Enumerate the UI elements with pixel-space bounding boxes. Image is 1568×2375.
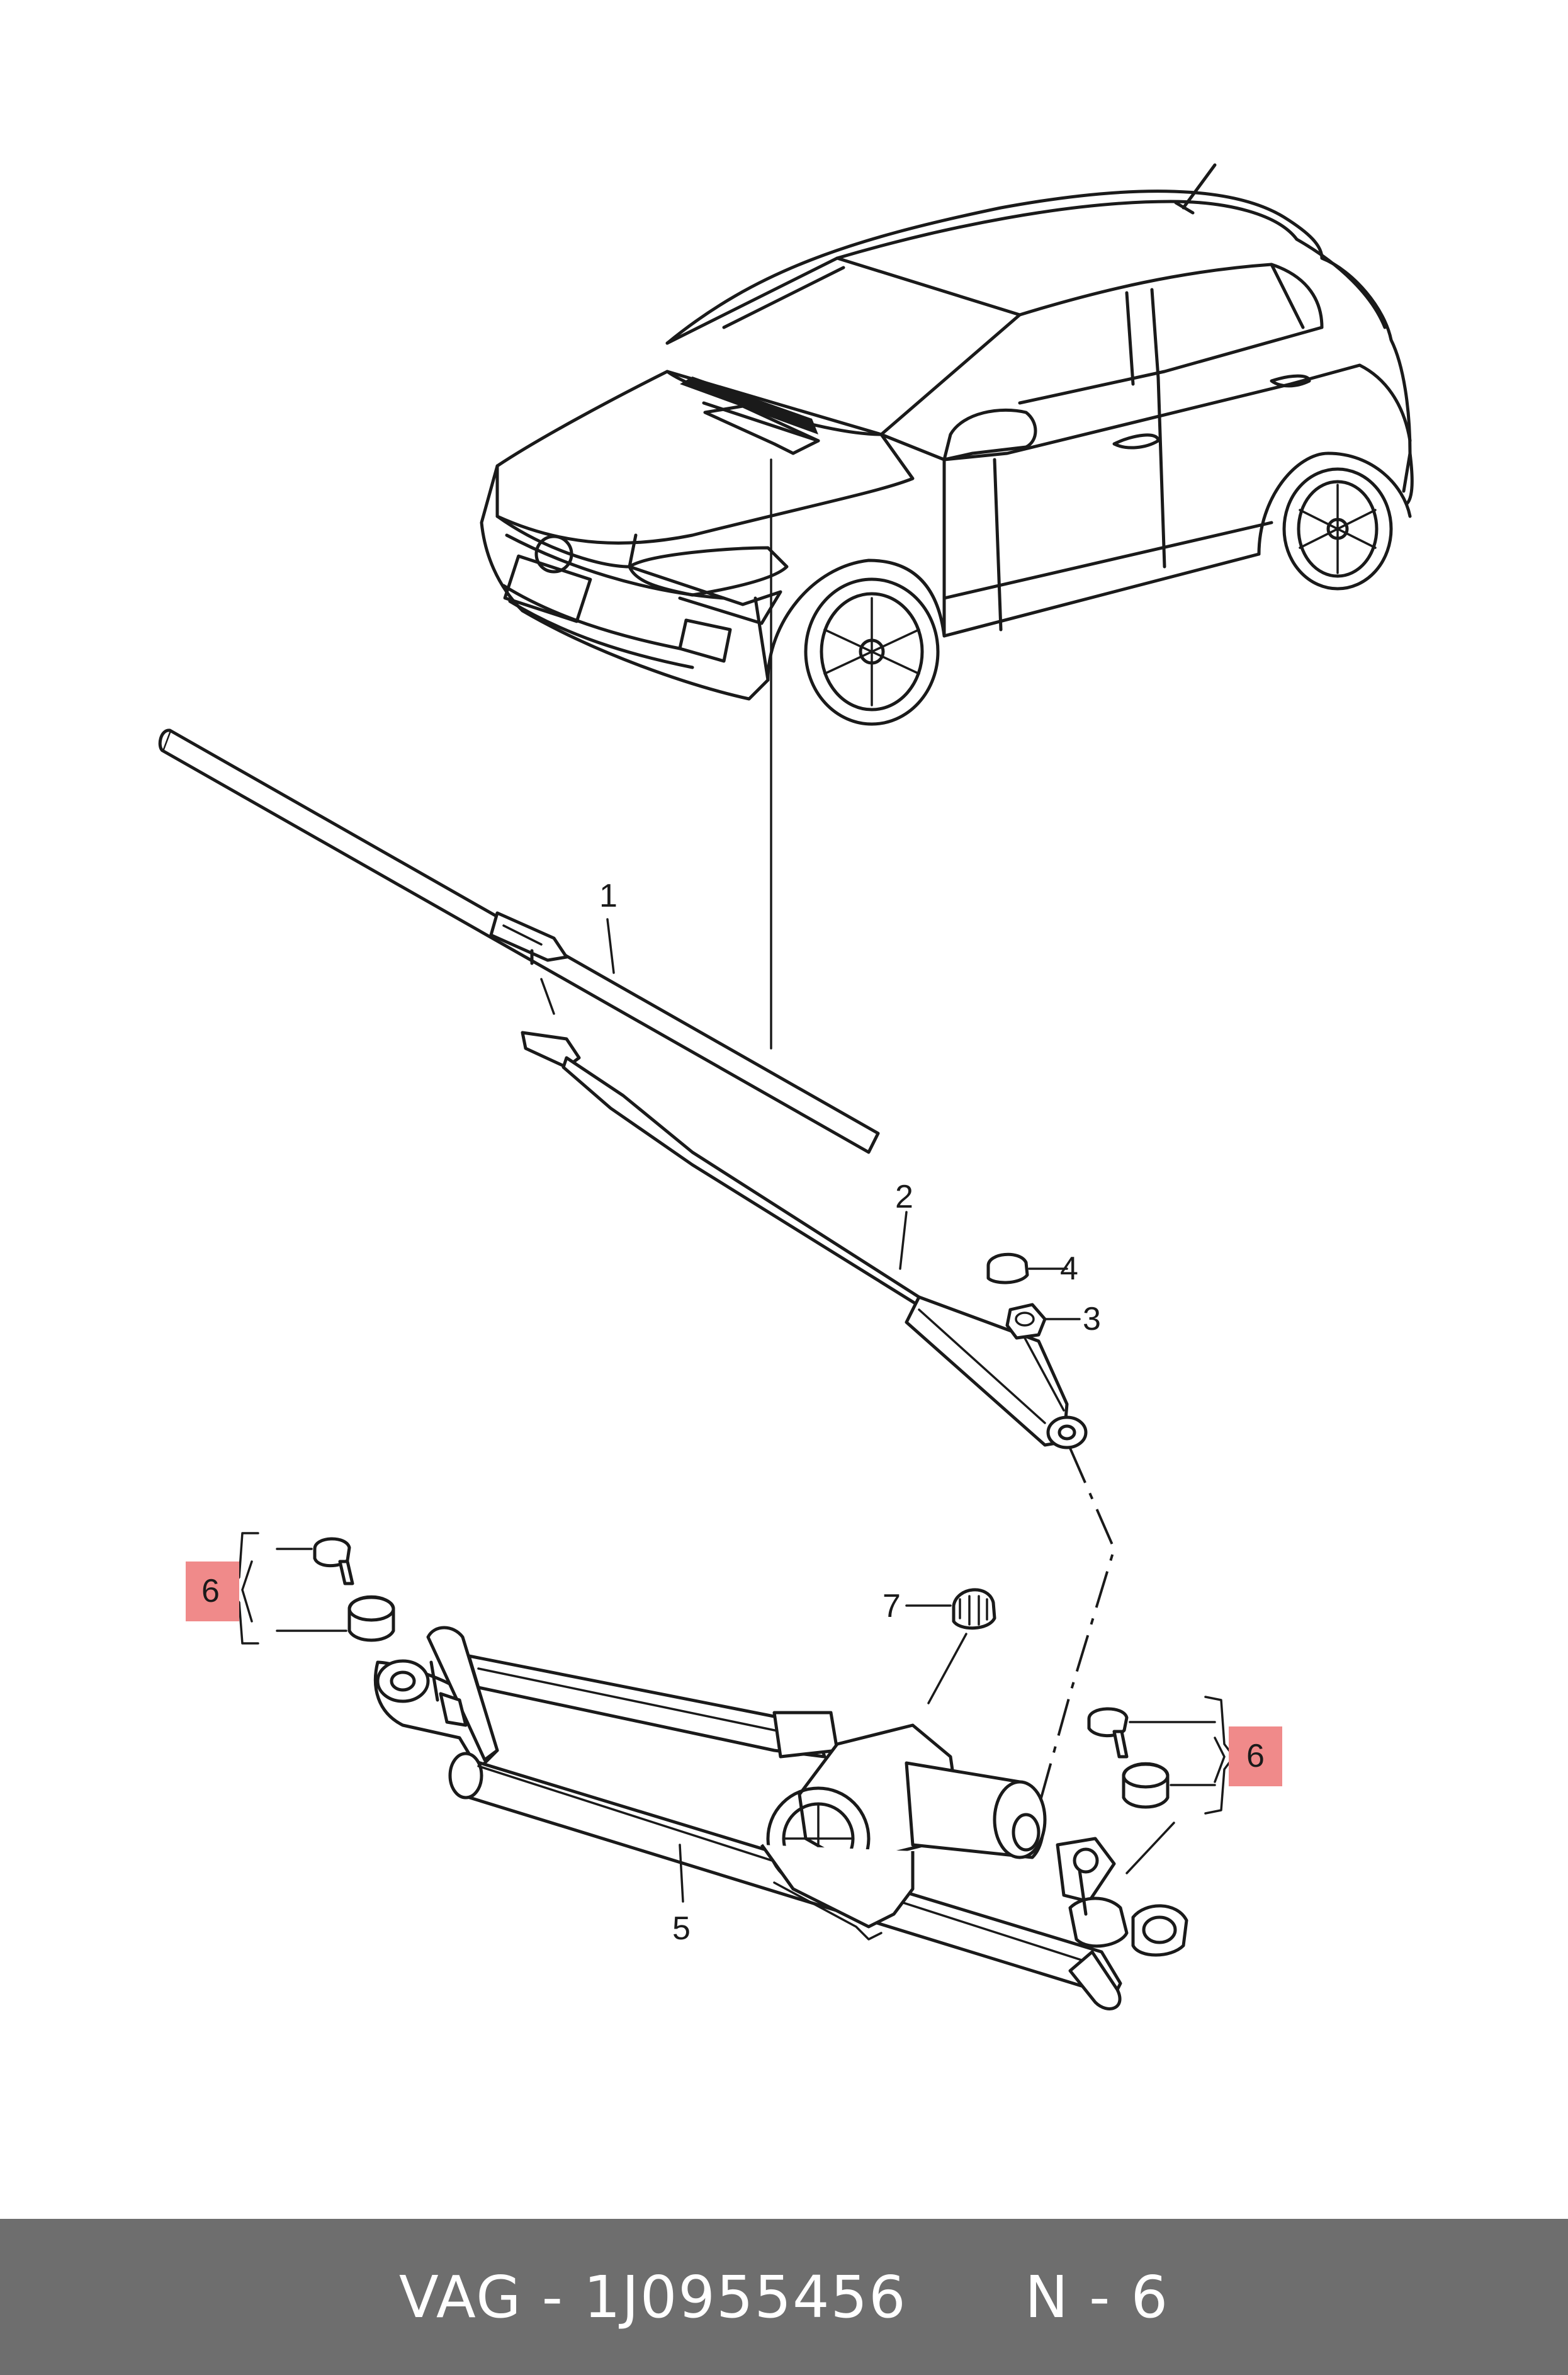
callout-6-right-highlight [1229, 1726, 1282, 1786]
callout-6-right: 6 [1246, 1738, 1265, 1774]
wiper-blade [158, 728, 880, 1154]
leader-5 [679, 1844, 684, 1903]
assembly-dash [1037, 1448, 1116, 1808]
reference-label: N - 6 [1025, 2263, 1170, 2331]
parts-diagram: 1 2 3 4 5 6 6 7 [158, 163, 1414, 2010]
nut [1005, 1303, 1081, 1412]
footer-bar: VAG - 1J0955456 N - 6 [0, 2219, 1568, 2375]
callout-5: 5 [672, 1910, 691, 1947]
callout-7: 7 [883, 1588, 901, 1624]
wiper-linkage [373, 1626, 1188, 2010]
car-illustration [480, 163, 1414, 726]
callout-2: 2 [895, 1179, 913, 1215]
leader-1 [606, 918, 615, 974]
cap [986, 1252, 1068, 1284]
brand-separator: - [541, 2263, 564, 2331]
bolt-bushing-right [1087, 1696, 1235, 1874]
callout-6-left-highlight [186, 1562, 239, 1621]
wiper-arm [521, 978, 1088, 1449]
rubber-cap [905, 1588, 996, 1704]
leader-2 [899, 1211, 908, 1270]
bolt-bushing-left [228, 1532, 395, 1645]
callout-1: 1 [599, 878, 618, 914]
callout-4: 4 [1060, 1250, 1078, 1287]
part-number: 1J0955456 [584, 2263, 907, 2331]
callout-6-left: 6 [201, 1573, 220, 1609]
brand-label: VAG [398, 2263, 522, 2331]
callout-3: 3 [1083, 1301, 1101, 1337]
